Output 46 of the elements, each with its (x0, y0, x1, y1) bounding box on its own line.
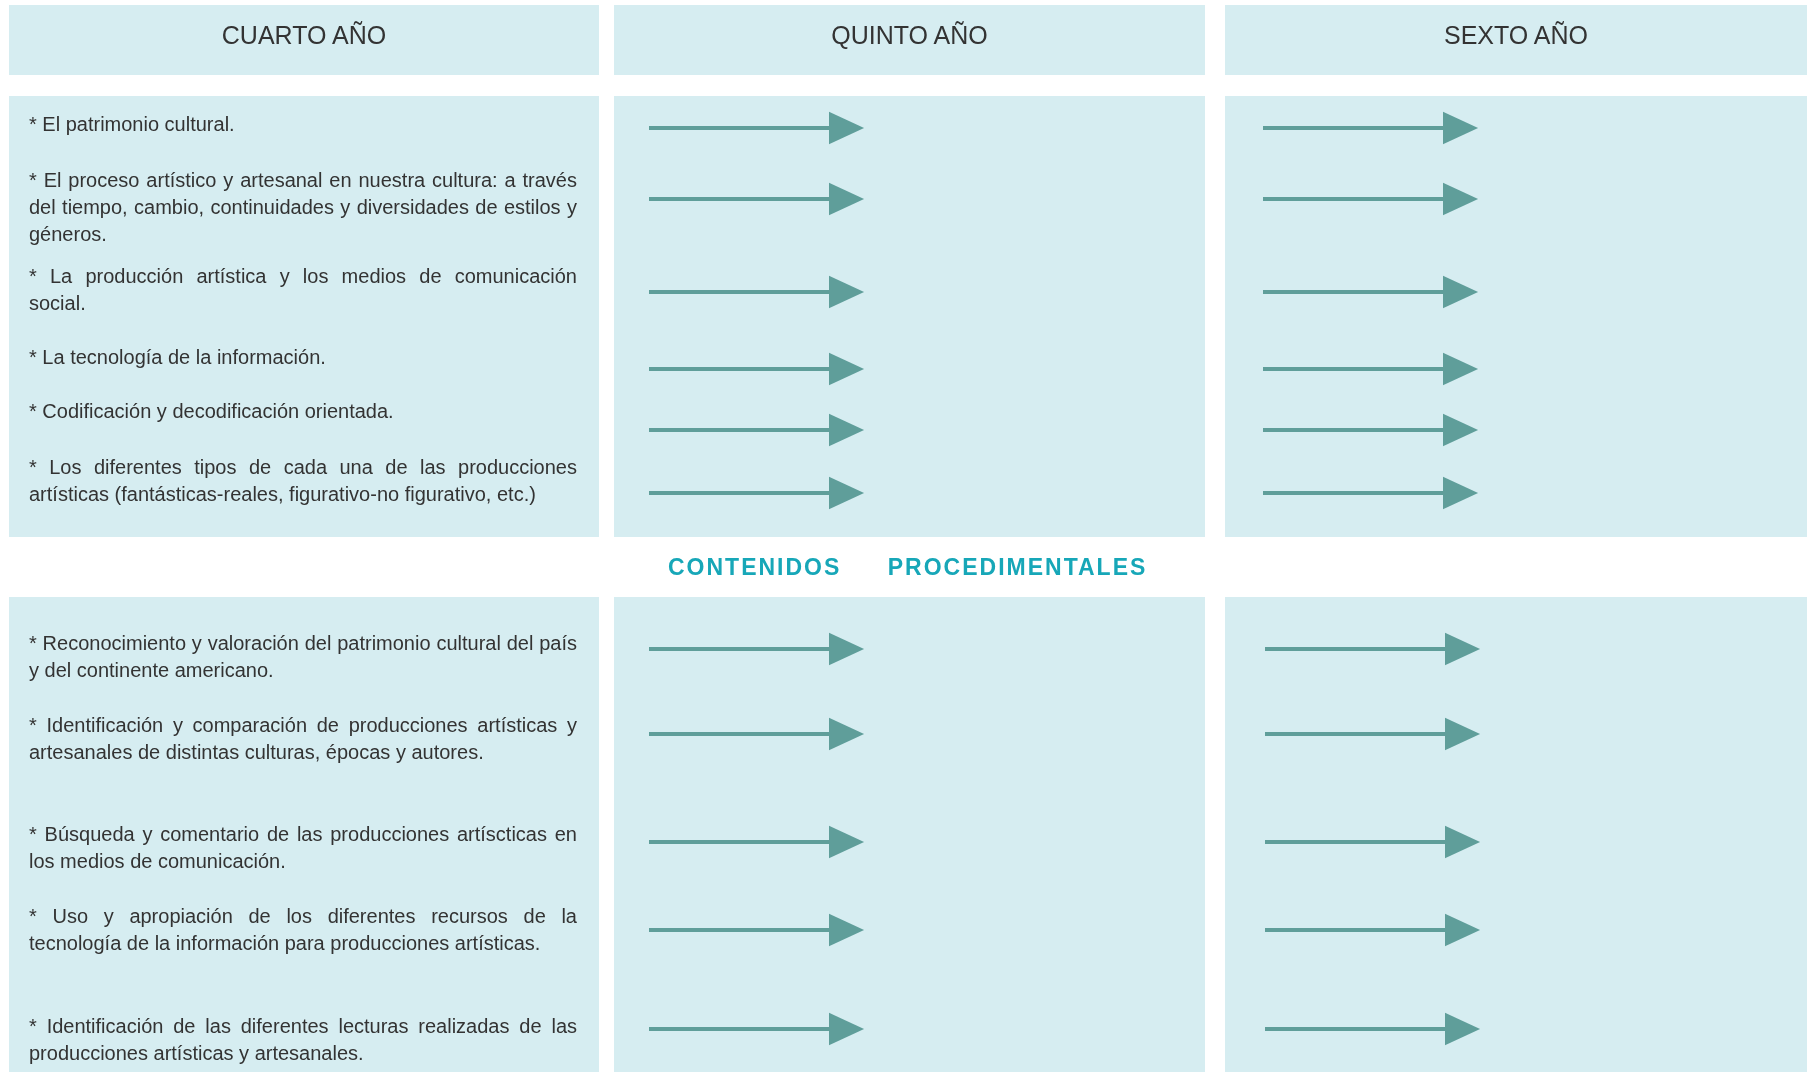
empty-panel (1225, 96, 1807, 537)
empty-panel (614, 96, 1205, 537)
arrow (1265, 1012, 1481, 1046)
arrow (1263, 413, 1479, 447)
column-header (9, 5, 599, 75)
content-item: * El patrimonio cultural. (29, 112, 236, 137)
arrow (1265, 632, 1481, 666)
column-header (1225, 5, 1807, 75)
arrow (649, 632, 865, 666)
content-item: * El proceso artístico y artesanal en nuestra cultura: a través del tiempo, cambio, continuidades y diversidades de estilos y géneros. (29, 168, 577, 247)
arrow (649, 182, 865, 216)
arrow (649, 717, 865, 751)
arrow (649, 275, 865, 309)
arrow (1263, 275, 1479, 309)
arrow (1263, 182, 1479, 216)
content-item: * La producción artística y los medios de comunicación social. (29, 264, 577, 316)
arrow (1265, 717, 1481, 751)
arrow (649, 413, 865, 447)
content-item: * Codificación y decodificación orientada. (29, 399, 395, 424)
arrow (649, 476, 865, 510)
arrow (649, 111, 865, 145)
content-panel (9, 597, 599, 1072)
arrow (1265, 913, 1481, 947)
arrow (649, 825, 865, 859)
content-item: * Identificación de las diferentes lecturas realizadas de las producciones artísticas y artesanales. (29, 1014, 577, 1066)
content-item: * Uso y apropiación de los diferentes recursos de la tecnología de la información para producciones artísticas. (29, 904, 577, 956)
content-item: * Reconocimiento y valoración del patrimonio cultural del país y del continente americano. (29, 631, 577, 683)
arrow (1265, 825, 1481, 859)
content-item: * Búsqueda y comentario de las producciones artíscticas en los medios de comunicación. (29, 822, 577, 874)
content-panel (9, 96, 599, 537)
content-item: * La tecnología de la información. (29, 345, 327, 370)
section-heading: CONTENIDOS PROCEDIMENTALES (668, 554, 1148, 581)
arrow (649, 352, 865, 386)
arrow (649, 1012, 865, 1046)
header-text: SEXTO AÑO (1444, 21, 1588, 51)
empty-panel (614, 597, 1205, 1072)
content-item: * Los diferentes tipos de cada una de las producciones artísticas (fantásticas-reales, figurativo-no figurativo, etc.) (29, 455, 577, 507)
arrow (1263, 476, 1479, 510)
content-item: * Identificación y comparación de producciones artísticas y artesanales de distintas culturas, épocas y autores. (29, 713, 577, 765)
arrow (1263, 111, 1479, 145)
empty-panel (1225, 597, 1807, 1072)
header-text: QUINTO AÑO (831, 21, 988, 51)
arrow (649, 913, 865, 947)
column-header (614, 5, 1205, 75)
header-text: CUARTO AÑO (221, 21, 387, 51)
arrow (1263, 352, 1479, 386)
